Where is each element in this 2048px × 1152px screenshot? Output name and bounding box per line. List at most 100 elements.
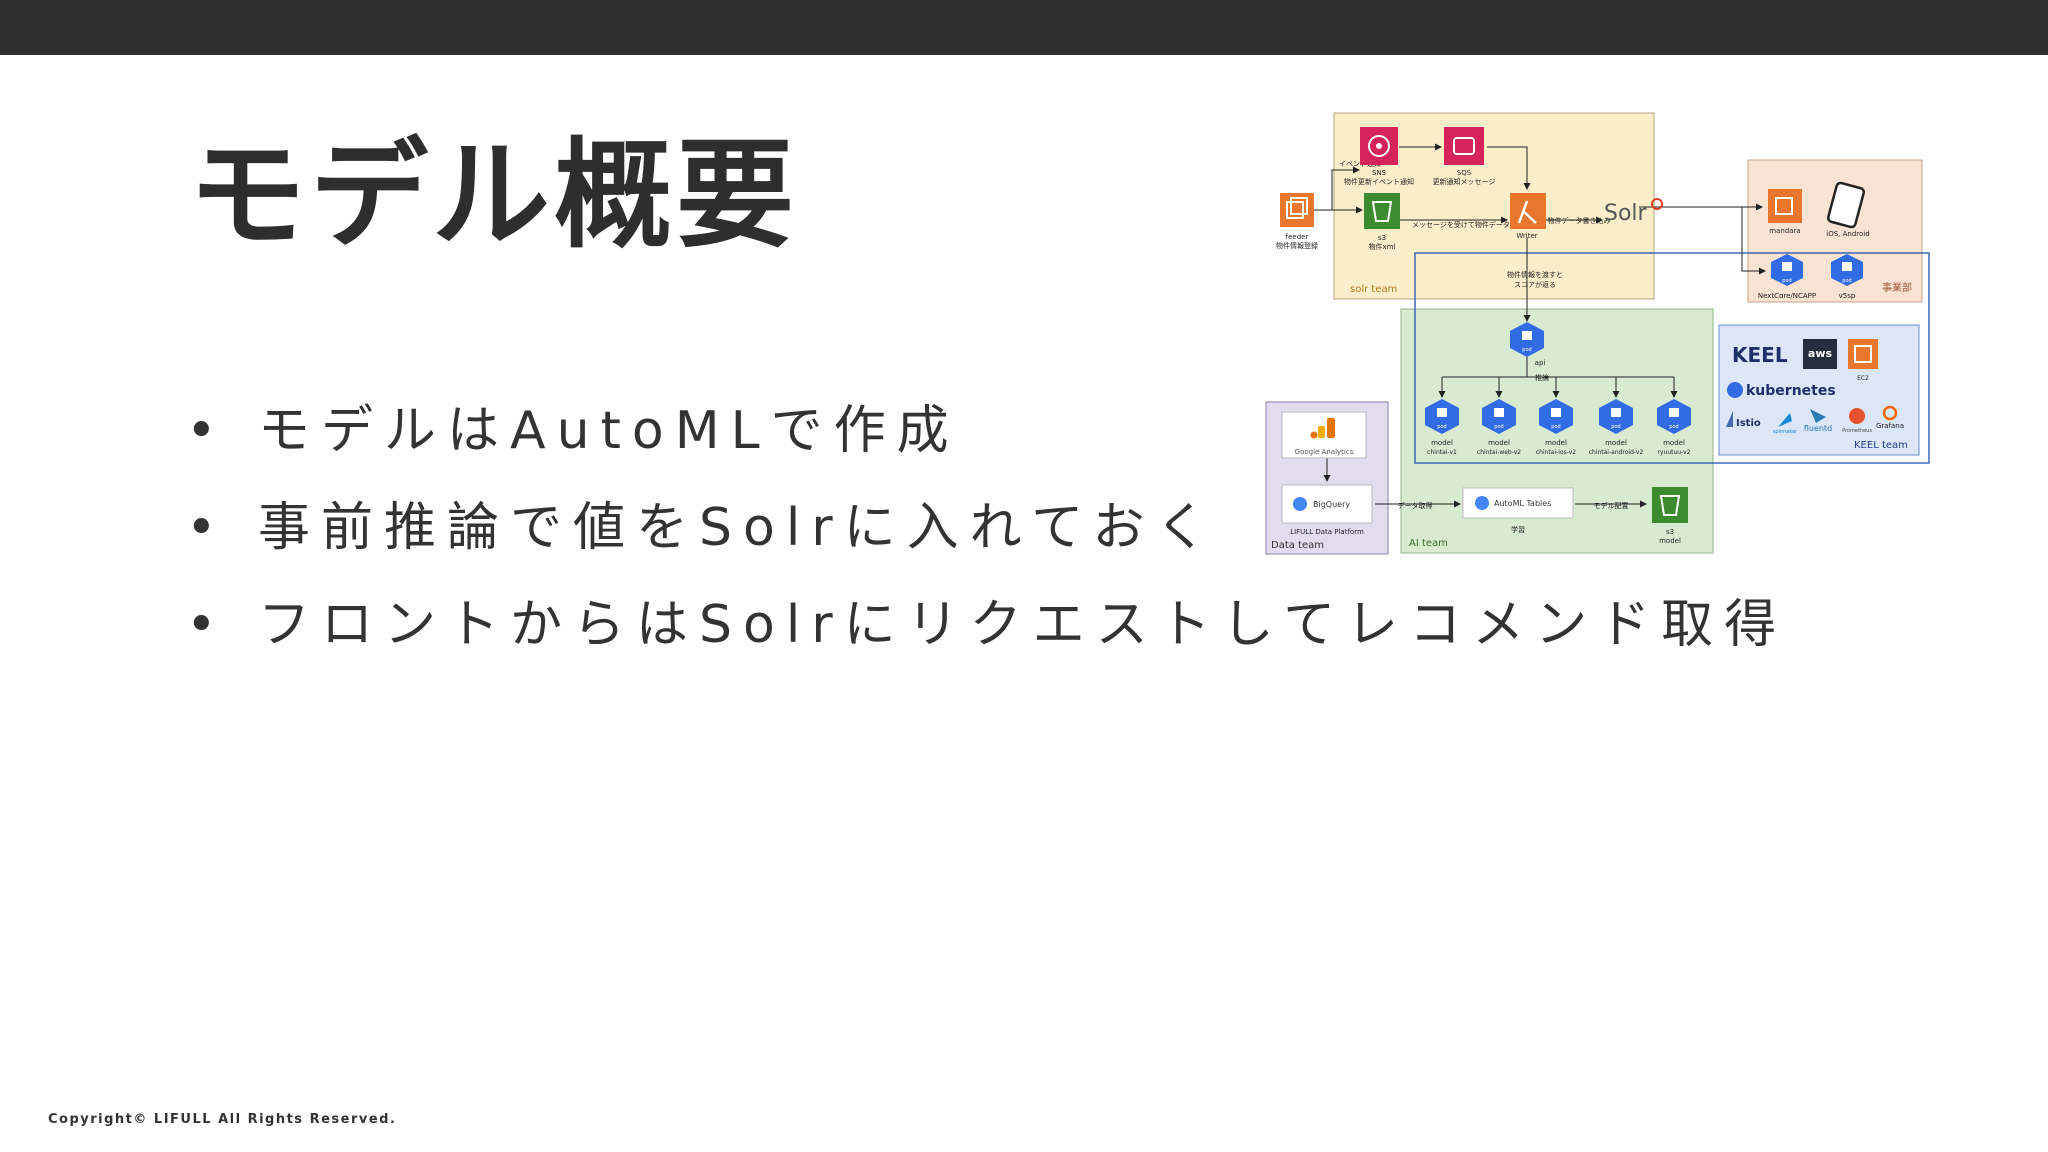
jigyobu-label: 事業部 bbox=[1882, 281, 1912, 294]
keel-logo: KEEL bbox=[1732, 343, 1788, 367]
ec2-icon bbox=[1848, 339, 1878, 369]
s3-model-icon bbox=[1652, 487, 1688, 523]
solr-team-label: solr team bbox=[1350, 284, 1397, 295]
v5sp-pod-icon bbox=[1831, 254, 1863, 286]
pod-label: pod bbox=[1782, 278, 1791, 284]
sqs-sublabel: 更新通知メッセージ bbox=[1433, 177, 1496, 186]
solr-logo: Solr bbox=[1604, 201, 1648, 226]
smartphone-icon bbox=[1826, 181, 1866, 229]
model-label: model bbox=[1545, 439, 1567, 447]
istio-label: Istio bbox=[1736, 418, 1761, 429]
pod-label: pod bbox=[1437, 424, 1446, 430]
model-pod-icon bbox=[1599, 399, 1633, 434]
model-pod-icon bbox=[1539, 399, 1573, 434]
lambda-icon bbox=[1510, 193, 1546, 229]
edge-label: データ取得 bbox=[1398, 501, 1433, 510]
bullet-text: モデルはAutoMLで作成 bbox=[258, 401, 960, 461]
lifull-platform-label: LIFULL Data Platform bbox=[1290, 528, 1364, 536]
bullet-text: フロントからはSolrにリクエストしてレコメンド取得 bbox=[258, 595, 1788, 655]
api-label: api bbox=[1535, 359, 1546, 367]
pod-label: pod bbox=[1842, 278, 1851, 284]
model-label: model bbox=[1488, 439, 1510, 447]
nextcore-label: NextCore/NCAPP bbox=[1758, 292, 1816, 300]
bullet-item: • モデルはAutoMLで作成 bbox=[186, 400, 960, 462]
prometheus-icon bbox=[1849, 408, 1865, 424]
model-label: model bbox=[1605, 439, 1627, 447]
bigquery-icon bbox=[1293, 497, 1307, 511]
model-sublabel: chintai-android-v2 bbox=[1589, 449, 1644, 456]
sqs-icon bbox=[1444, 127, 1484, 165]
model-label: model bbox=[1663, 439, 1685, 447]
fluentd-label: fluentd bbox=[1804, 424, 1832, 433]
model-sublabel: ryuutuu-v2 bbox=[1658, 449, 1691, 456]
pod-label: pod bbox=[1669, 424, 1678, 430]
grafana-label: Grafana bbox=[1876, 422, 1904, 430]
mandara-icon bbox=[1768, 189, 1802, 223]
spinnaker-icon bbox=[1778, 413, 1792, 427]
kubernetes-icon bbox=[1727, 382, 1743, 398]
edge-label: 推論 bbox=[1535, 373, 1549, 382]
writer-label: Writer bbox=[1516, 232, 1537, 240]
copyright-footer: Copyright© LIFULL All Rights Reserved. bbox=[48, 1112, 397, 1127]
model-sublabel: chintai-web-v2 bbox=[1477, 449, 1521, 456]
google-analytics-icon bbox=[1310, 418, 1335, 439]
api-pod-icon bbox=[1510, 322, 1544, 357]
spinnaker-label: spinnaker bbox=[1773, 429, 1798, 435]
s3-xml-label: s3 bbox=[1378, 234, 1386, 242]
bullet-text: 事前推論で値をSolrに入れておく bbox=[258, 498, 1219, 558]
pod-label: pod bbox=[1522, 347, 1531, 353]
sqs-label: SQS bbox=[1457, 169, 1472, 177]
edge-label: 物件情報を渡すと bbox=[1507, 270, 1563, 279]
aws-logo bbox=[1803, 339, 1837, 369]
automl-tables-label: AutoML Tables bbox=[1494, 499, 1551, 508]
edge-label: モデル配置 bbox=[1594, 501, 1629, 510]
bullet-item: • 事前推論で値をSolrに入れておく bbox=[186, 497, 1219, 559]
edge-label: スコアが返る bbox=[1514, 280, 1556, 289]
s3-model-label: s3 bbox=[1666, 528, 1674, 536]
feeder-label: feeder bbox=[1286, 233, 1309, 241]
bigquery-label: BigQuery bbox=[1313, 500, 1350, 509]
google-analytics-label: Google Analytics bbox=[1295, 448, 1354, 456]
model-sublabel: chintai-v1 bbox=[1427, 449, 1457, 456]
sns-sublabel: 物件更新イベント通知 bbox=[1344, 177, 1414, 186]
pod-label: pod bbox=[1551, 424, 1560, 430]
model-label: model bbox=[1431, 439, 1453, 447]
s3-bucket-icon bbox=[1364, 193, 1400, 229]
model-pod-icon bbox=[1482, 399, 1516, 434]
slide-title: モデル概要 bbox=[188, 126, 799, 264]
model-pod-icon bbox=[1425, 399, 1459, 434]
model-sublabel: chintai-ios-v2 bbox=[1536, 449, 1576, 456]
grafana-icon bbox=[1882, 405, 1898, 421]
keel-team-label: KEEL team bbox=[1854, 440, 1908, 451]
edge-label: 物件データ書き込み bbox=[1548, 216, 1611, 225]
istio-icon bbox=[1726, 411, 1733, 427]
bullet-item: • フロントからはSolrにリクエストしてレコメンド取得 bbox=[186, 594, 1787, 656]
architecture-diagram: solr team 事業部 KEEL team AI team Data tea… bbox=[1265, 112, 1930, 555]
ec2-label: EC2 bbox=[1857, 375, 1869, 382]
pod-label: pod bbox=[1494, 424, 1503, 430]
edge-label: メッセージを受けて物件データ取得 bbox=[1412, 220, 1524, 229]
data-team-label: Data team bbox=[1271, 540, 1324, 551]
s3-model-sublabel: model bbox=[1659, 537, 1681, 545]
learning-label: 学習 bbox=[1511, 525, 1525, 534]
aws-logo-text: aws bbox=[1808, 347, 1833, 360]
kubernetes-label: kubernetes bbox=[1746, 383, 1836, 399]
top-bar bbox=[0, 0, 2048, 55]
v5sp-label: v5sp bbox=[1839, 292, 1856, 300]
ai-team-label: AI team bbox=[1409, 538, 1448, 549]
keel-boundary bbox=[1414, 252, 1930, 464]
pod-label: pod bbox=[1611, 424, 1620, 430]
mandara-label: mandara bbox=[1769, 227, 1800, 235]
automl-icon bbox=[1475, 496, 1489, 510]
bullet-marker: • bbox=[186, 401, 228, 461]
prometheus-label: Prometheus bbox=[1842, 428, 1872, 434]
ios-android-label: iOS, Android bbox=[1826, 230, 1869, 238]
bullet-marker: • bbox=[186, 595, 228, 655]
s3-xml-sublabel: 物件xml bbox=[1369, 242, 1396, 251]
feeder-sublabel: 物件情報登録 bbox=[1276, 241, 1318, 250]
sns-label: SNS bbox=[1372, 169, 1387, 177]
fluentd-icon bbox=[1810, 409, 1826, 423]
nextcore-pod-icon bbox=[1771, 254, 1803, 286]
bullet-marker: • bbox=[186, 498, 228, 558]
solr-logo-mark bbox=[1651, 198, 1663, 210]
